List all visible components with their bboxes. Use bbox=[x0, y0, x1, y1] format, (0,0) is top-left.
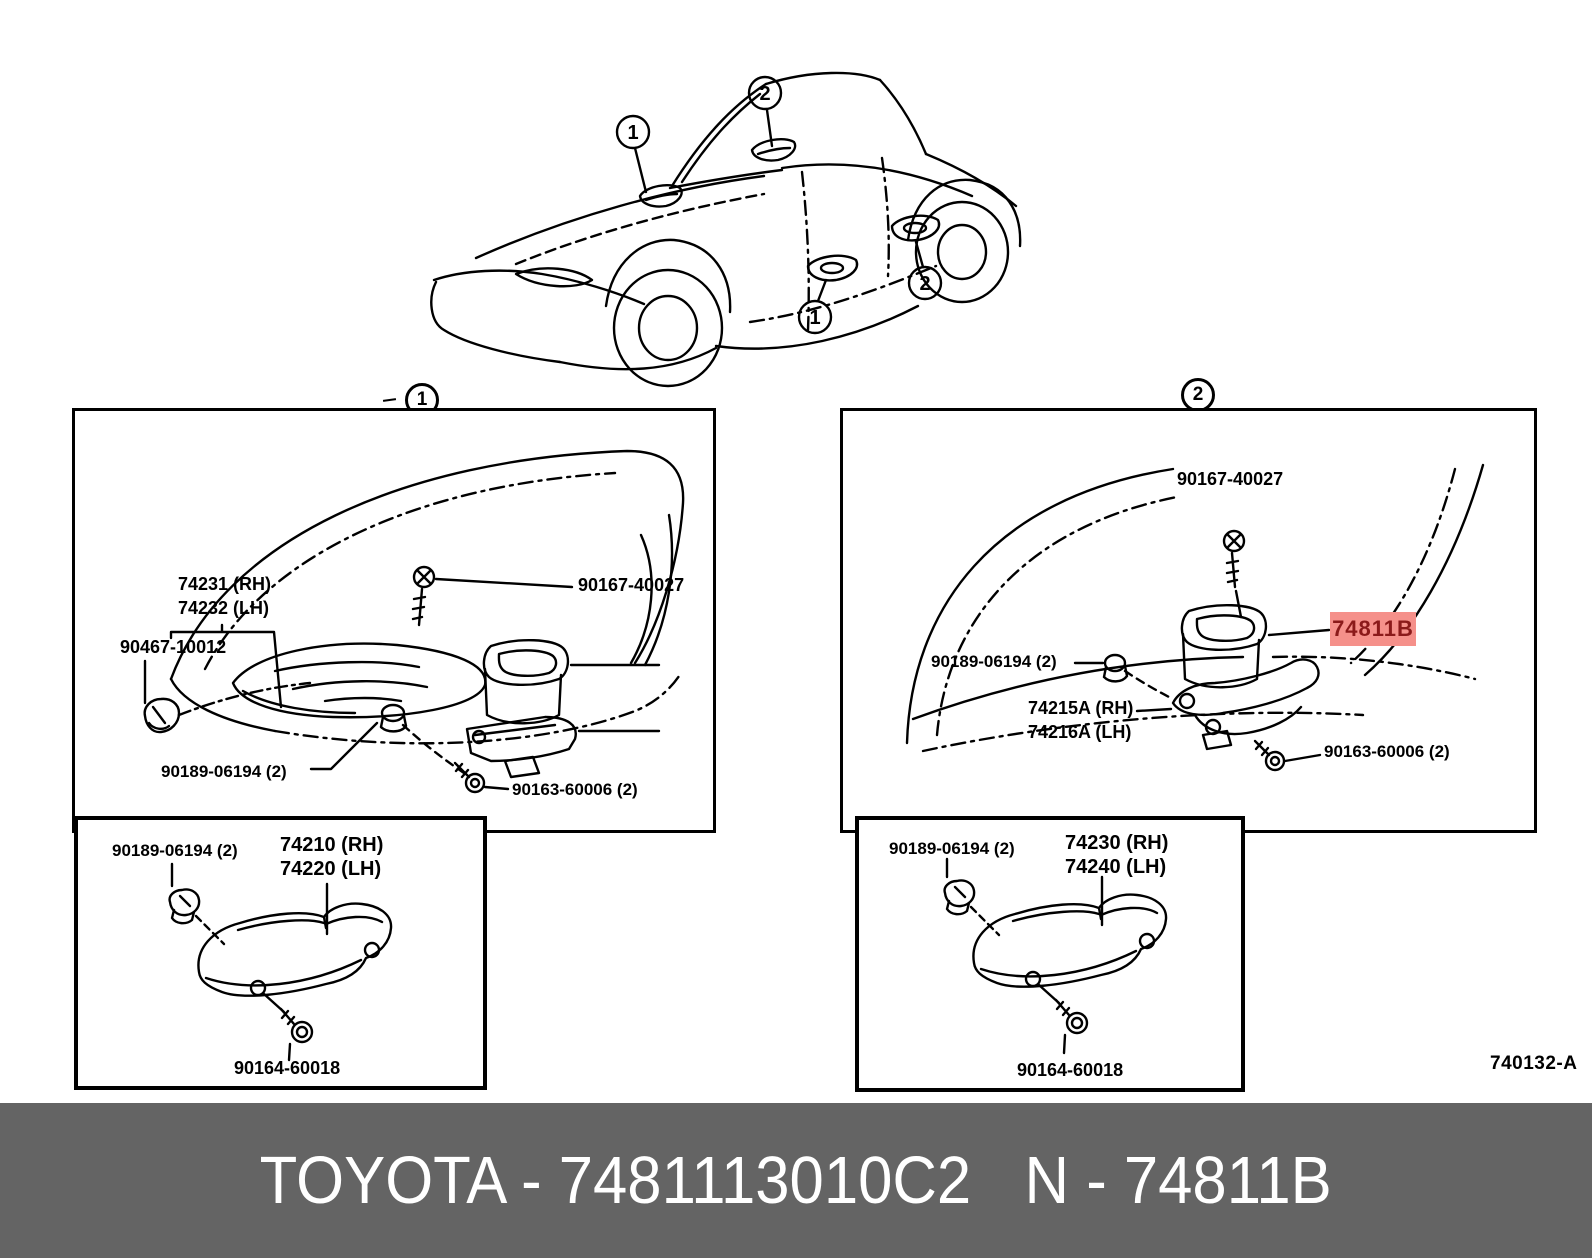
panel1-drawing bbox=[143, 449, 685, 794]
roof-grip bbox=[750, 138, 797, 162]
callout-front-armrest: 1 bbox=[797, 278, 833, 335]
panel2-rear-door-box: 90167-40027 74811B 90189-06194 (2) 74215… bbox=[840, 408, 1537, 833]
callout-number: 1 bbox=[809, 307, 820, 329]
rear-wheel bbox=[906, 178, 1022, 304]
bracket bbox=[465, 715, 661, 779]
subpanel2-drawing bbox=[943, 857, 1168, 1055]
part-number-label: 74220 (LH) bbox=[280, 858, 382, 880]
label-connector bbox=[143, 623, 283, 709]
callout-front-grip: 1 bbox=[615, 114, 651, 194]
car-illustration: 1 2 1 2 bbox=[430, 71, 1022, 388]
part-number-label: 74210 (RH) bbox=[280, 834, 384, 856]
part-number-label: 90189-06194 (2) bbox=[889, 839, 1015, 858]
callout-number: 2 bbox=[759, 83, 770, 105]
part-number-label: 74240 (LH) bbox=[1065, 856, 1167, 878]
part-number-label: 90167-40027 bbox=[578, 575, 685, 595]
clip-icon bbox=[143, 681, 312, 734]
panel2-index-badge: 2 bbox=[1181, 378, 1215, 412]
bracket bbox=[1135, 658, 1320, 751]
armrest-assembly bbox=[168, 862, 393, 997]
callout-roof-grip: 2 bbox=[747, 75, 783, 148]
grommet-icon bbox=[309, 703, 469, 777]
subpanel2-rear-armrest-box: 90189-06194 (2) 74230 (RH) 74240 (LH) 90… bbox=[855, 816, 1245, 1092]
armrest-assembly bbox=[943, 857, 1168, 1055]
reference-code: N - 74811B bbox=[1024, 1143, 1333, 1218]
callout-number: 1 bbox=[627, 122, 638, 144]
car-body bbox=[430, 71, 1018, 371]
part-number-label: 90163-60006 (2) bbox=[1324, 742, 1450, 761]
part-number-label: 90189-06194 (2) bbox=[931, 652, 1057, 671]
front-wheel bbox=[604, 238, 732, 388]
front-pillar-grip bbox=[638, 184, 683, 208]
pull-cup bbox=[1180, 603, 1331, 689]
part-number-label: 74230 (RH) bbox=[1065, 832, 1169, 854]
part-number-label: 90189-06194 (2) bbox=[161, 762, 287, 781]
screw-icon bbox=[1253, 739, 1322, 772]
part-number-label: 74215A (RH) bbox=[1028, 698, 1134, 718]
subpanel1-drawing bbox=[168, 862, 393, 1062]
subpanel1-front-armrest-box: 90189-06194 (2) 74210 (RH) 74220 (LH) 90… bbox=[74, 816, 487, 1090]
part-number-label: 90467-10012 bbox=[120, 637, 227, 657]
part-number-label: 90163-60006 (2) bbox=[512, 780, 638, 799]
panel1-front-door-box: 74231 (RH) 74232 (LH) 90467-10012 90167-… bbox=[72, 408, 716, 833]
rear-door-armrest bbox=[890, 214, 941, 242]
part-number-label: 74216A (LH) bbox=[1028, 722, 1132, 742]
grommet-icon bbox=[1073, 653, 1175, 701]
screw-icon bbox=[453, 761, 510, 794]
screw-icon bbox=[1222, 529, 1246, 619]
armrest-pad bbox=[231, 642, 487, 719]
pull-cup bbox=[482, 638, 661, 725]
leader-stub bbox=[382, 398, 397, 402]
highlighted-part-number[interactable]: 74811B bbox=[1330, 612, 1416, 646]
panel2-drawing bbox=[905, 463, 1485, 772]
part-number-label: 90167-40027 bbox=[1177, 469, 1284, 489]
part-number-label: 90164-60018 bbox=[1017, 1060, 1124, 1080]
callout-rear-armrest: 2 bbox=[907, 240, 943, 301]
callout-number: 2 bbox=[919, 273, 930, 295]
brand-part-code: TOYOTA - 7481113010C2 bbox=[259, 1143, 972, 1218]
part-number-label: 90164-60018 bbox=[234, 1058, 341, 1078]
part-number-label: 74231 (RH) bbox=[178, 574, 272, 594]
screw-icon bbox=[262, 992, 314, 1062]
screw-icon bbox=[411, 565, 574, 627]
sheet-code: 740132-A bbox=[1490, 1053, 1578, 1074]
part-number-label: 74232 (LH) bbox=[178, 598, 270, 618]
part-number-label: 90189-06194 (2) bbox=[112, 841, 238, 860]
footer-banner: TOYOTA - 7481113010C2 N - 74811B bbox=[0, 1103, 1592, 1258]
door-outline bbox=[905, 463, 1485, 753]
footer-banner-text: TOYOTA - 7481113010C2 N - 74811B bbox=[260, 1142, 1332, 1219]
front-door-armrest bbox=[806, 254, 859, 282]
